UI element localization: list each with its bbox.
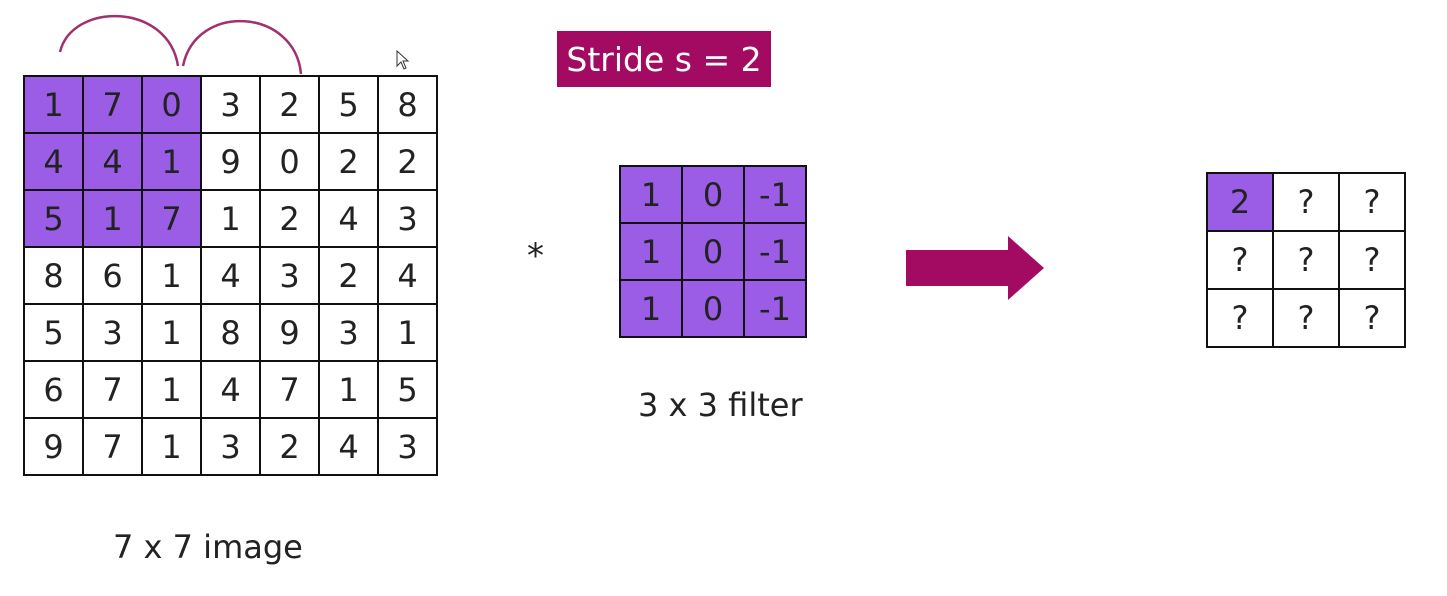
filter-caption: 3 x 3 filter [638,386,803,424]
filter-cell: 0 [681,279,745,338]
output-cell: ? [1206,288,1274,348]
image-cell: 7 [82,75,143,134]
image-cell: 4 [23,132,84,191]
image-cell: 8 [200,303,261,362]
stride-label: Stride s = 2 [557,31,771,87]
image-cell: 2 [259,417,320,476]
image-cell: 4 [200,246,261,305]
image-cell: 1 [23,75,84,134]
image-cell: 1 [377,303,438,362]
output-cell: ? [1272,172,1340,232]
output-cell: ? [1338,288,1406,348]
image-cell: 3 [377,417,438,476]
image-cell: 2 [318,132,379,191]
right-arrow-icon [906,236,1044,300]
filter-cell: -1 [743,279,807,338]
output-grid: 2???????? [1206,172,1406,348]
image-cell: 2 [318,246,379,305]
filter-cell: 0 [681,222,745,281]
image-cell: 8 [23,246,84,305]
image-cell: 7 [259,360,320,419]
image-cell: 4 [200,360,261,419]
image-cell: 1 [141,132,202,191]
image-cell: 2 [259,75,320,134]
output-cell: ? [1338,230,1406,290]
image-cell: 5 [23,189,84,248]
output-cell: 2 [1206,172,1274,232]
image-cell: 1 [141,303,202,362]
image-cell: 1 [141,360,202,419]
image-cell: 5 [318,75,379,134]
image-cell: 3 [200,75,261,134]
output-cell: ? [1272,288,1340,348]
filter-cell: 0 [681,165,745,224]
mouse-cursor-icon [396,49,410,70]
filter-cell: -1 [743,222,807,281]
output-row: 2?? [1206,172,1406,232]
image-cell: 3 [377,189,438,248]
stride-hop-arc-2 [181,20,303,75]
output-cell: ? [1338,172,1406,232]
image-cell: 2 [377,132,438,191]
image-cell: 9 [259,303,320,362]
image-cell: 4 [318,189,379,248]
filter-cell: -1 [743,165,807,224]
filter-cell: 1 [619,222,683,281]
output-row: ??? [1206,288,1406,348]
image-cell: 9 [200,132,261,191]
image-cell: 3 [318,303,379,362]
image-cell: 5 [377,360,438,419]
image-cell: 8 [377,75,438,134]
image-cell: 3 [82,303,143,362]
filter-cell: 1 [619,165,683,224]
image-cell: 4 [82,132,143,191]
image-cell: 3 [200,417,261,476]
image-cell: 5 [23,303,84,362]
image-cell: 4 [318,417,379,476]
image-cell: 6 [82,246,143,305]
image-cell: 1 [200,189,261,248]
image-cell: 6 [23,360,84,419]
image-cell: 3 [259,246,320,305]
image-cell: 9 [23,417,84,476]
stride-hop-arc-1 [58,14,180,67]
convolution-operator: * [527,236,544,276]
image-cell: 7 [82,417,143,476]
image-caption: 7 x 7 image [113,528,303,566]
image-cell: 1 [82,189,143,248]
output-cell: ? [1272,230,1340,290]
image-cell: 4 [377,246,438,305]
image-cell: 7 [141,189,202,248]
output-cell: ? [1206,230,1274,290]
image-cell: 1 [141,246,202,305]
image-cell: 0 [141,75,202,134]
image-cell: 0 [259,132,320,191]
image-cell: 1 [318,360,379,419]
filter-cell: 1 [619,279,683,338]
image-cell: 7 [82,360,143,419]
output-row: ??? [1206,230,1406,290]
image-cell: 2 [259,189,320,248]
image-cell: 1 [141,417,202,476]
